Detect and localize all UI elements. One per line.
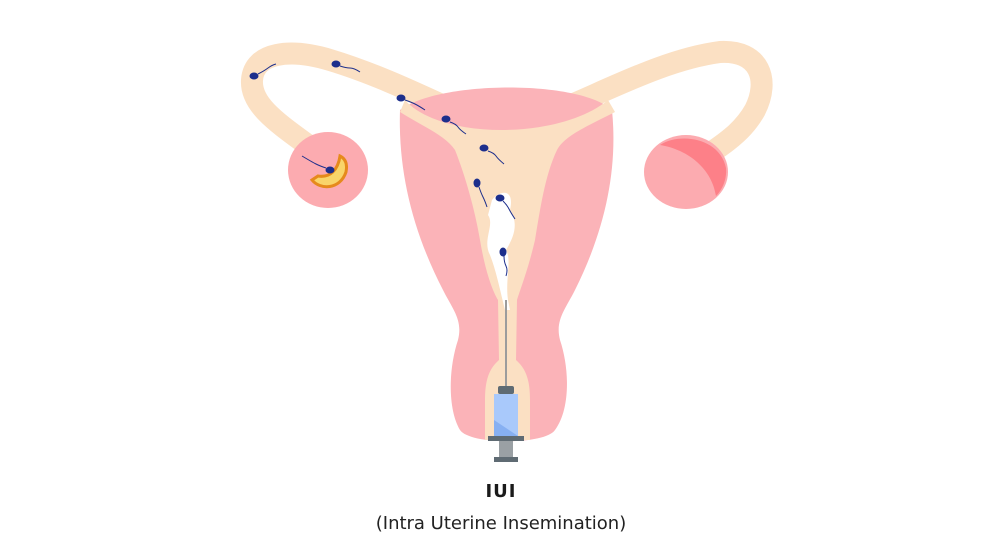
sperm-cells xyxy=(249,60,516,277)
diagram-subtitle: (Intra Uterine Insemination) xyxy=(375,513,627,534)
left-fallopian-tube xyxy=(241,42,481,173)
syringe-icon xyxy=(488,386,524,462)
right-fallopian-tube xyxy=(529,40,773,163)
right-ovary-shade xyxy=(660,138,727,196)
egg-icon xyxy=(309,153,348,189)
diagram-title: IUI xyxy=(485,481,517,502)
